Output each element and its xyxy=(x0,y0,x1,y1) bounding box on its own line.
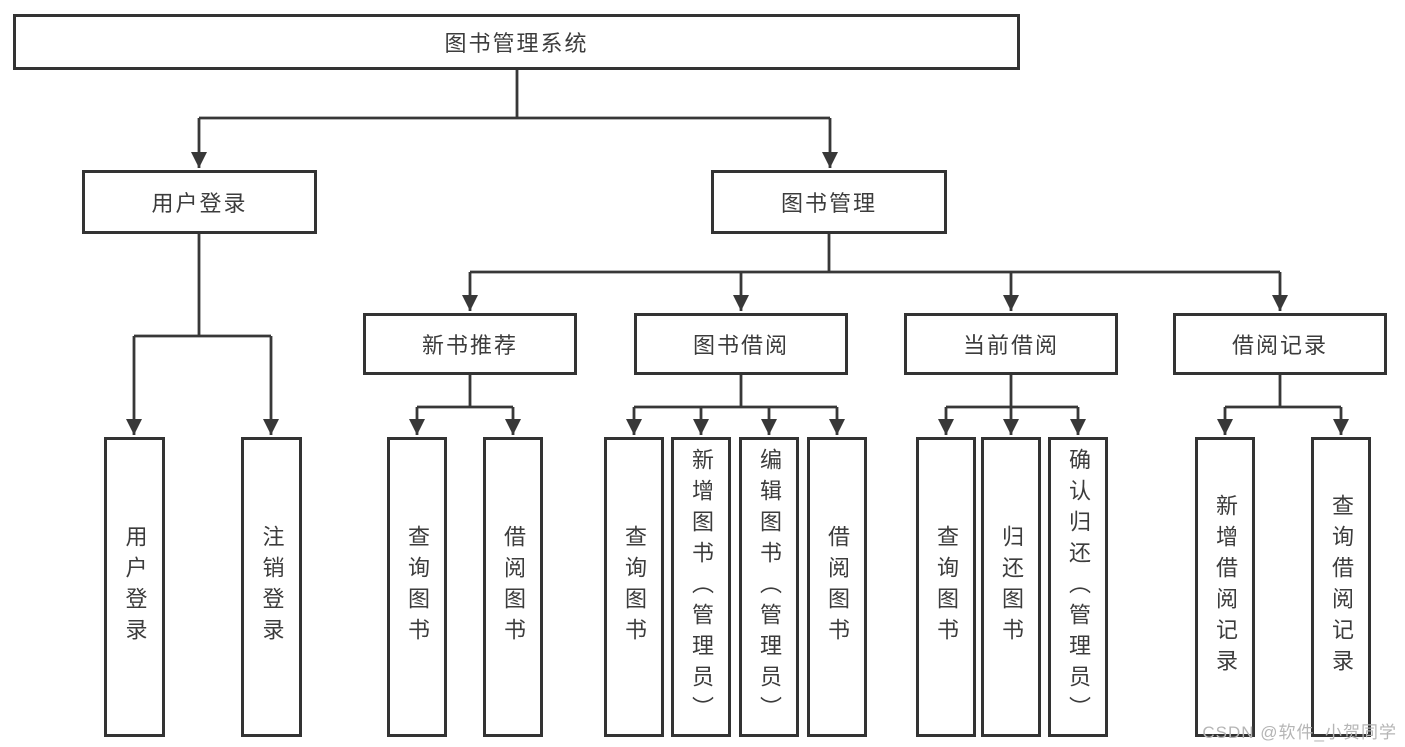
leaf-add-book-admin: 新增图书（管理员） xyxy=(671,437,731,737)
node-label: 当前借阅 xyxy=(962,333,1059,358)
node-label: 图书管理 xyxy=(780,191,877,216)
node-label: 查询图书 xyxy=(622,525,647,649)
node-label: 图书管理系统 xyxy=(444,31,589,56)
leaf-query-books-current: 查询图书 xyxy=(916,437,976,737)
leaf-borrow-books-recommend: 借阅图书 xyxy=(483,437,543,737)
node-label: 编辑图书（管理员） xyxy=(757,447,782,727)
leaf-query-books-borrow: 查询图书 xyxy=(604,437,664,737)
node-user-login: 用户登录 xyxy=(82,170,317,234)
node-label: 查询图书 xyxy=(934,525,959,649)
node-label: 借阅记录 xyxy=(1231,333,1328,358)
leaf-query-borrow-record: 查询借阅记录 xyxy=(1311,437,1371,737)
leaf-user-login: 用户登录 xyxy=(104,437,165,737)
leaf-borrow-books: 借阅图书 xyxy=(807,437,867,737)
node-current-borrowing: 当前借阅 xyxy=(904,313,1118,375)
node-label: 新增借阅记录 xyxy=(1213,494,1238,680)
node-label: 查询借阅记录 xyxy=(1329,494,1354,680)
leaf-add-borrow-record: 新增借阅记录 xyxy=(1195,437,1255,737)
node-book-management: 图书管理 xyxy=(711,170,947,234)
node-new-book-recommend: 新书推荐 xyxy=(363,313,577,375)
node-label: 新书推荐 xyxy=(421,333,518,358)
leaf-logout: 注销登录 xyxy=(241,437,302,737)
leaf-return-book: 归还图书 xyxy=(981,437,1041,737)
node-label: 借阅图书 xyxy=(501,525,526,649)
node-label: 借阅图书 xyxy=(825,525,850,649)
node-label: 注销登录 xyxy=(259,525,285,649)
node-label: 图书借阅 xyxy=(692,333,789,358)
node-book-borrowing: 图书借阅 xyxy=(634,313,848,375)
node-label: 查询图书 xyxy=(405,525,430,649)
node-borrowing-records: 借阅记录 xyxy=(1173,313,1387,375)
node-label: 归还图书 xyxy=(999,525,1024,649)
node-library-management-system: 图书管理系统 xyxy=(13,14,1020,70)
leaf-query-books-recommend: 查询图书 xyxy=(387,437,447,737)
node-label: 用户登录 xyxy=(122,525,148,649)
node-label: 新增图书（管理员） xyxy=(689,447,714,727)
node-label: 用户登录 xyxy=(151,191,248,216)
leaf-confirm-return-admin: 确认归还（管理员） xyxy=(1048,437,1108,737)
watermark: CSDN @软件_小贺同学 xyxy=(1202,723,1397,742)
node-label: 确认归还（管理员） xyxy=(1066,447,1091,727)
leaf-edit-book-admin: 编辑图书（管理员） xyxy=(739,437,799,737)
